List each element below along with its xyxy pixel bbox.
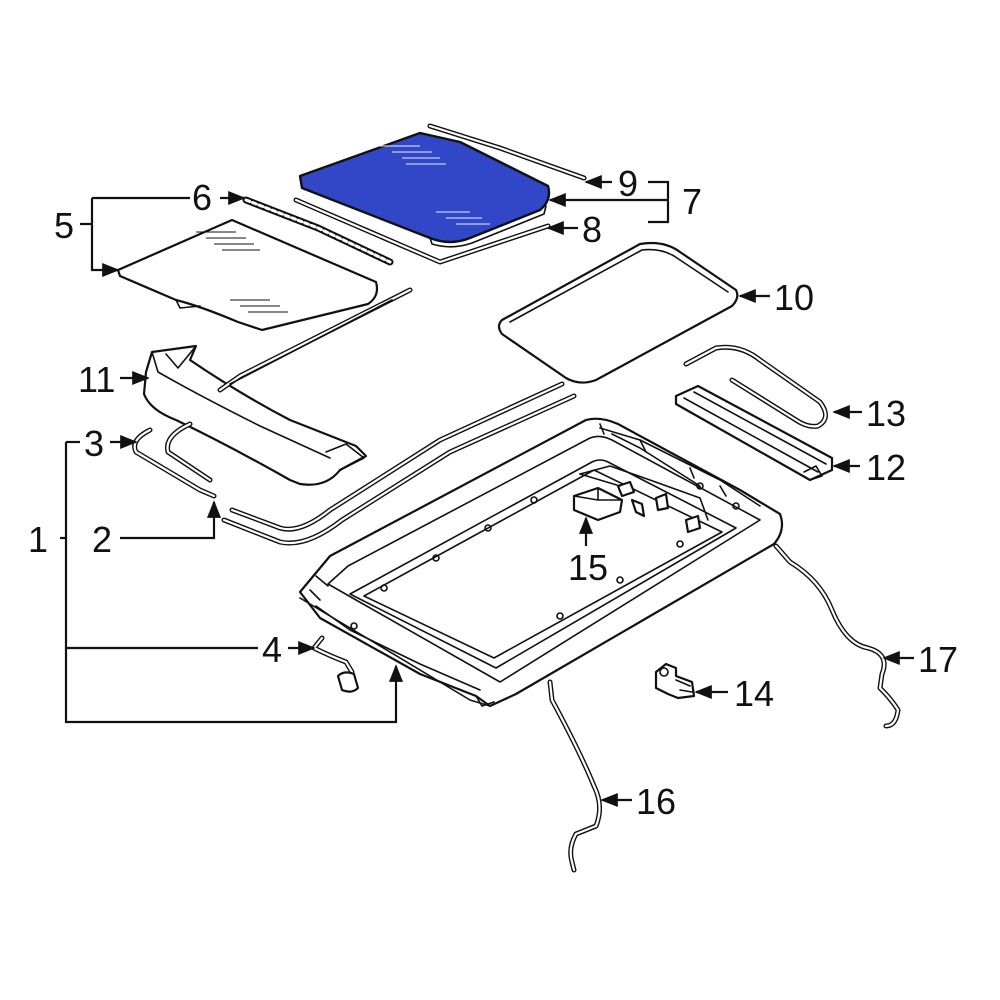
callout-12[interactable]: 12 xyxy=(866,447,906,488)
part-12-guide-rail[interactable] xyxy=(674,384,834,482)
callout-15[interactable]: 15 xyxy=(568,547,608,588)
callout-labels: 1 2 3 4 5 6 7 8 9 10 11 12 13 14 15 16 1… xyxy=(28,163,958,822)
callout-9[interactable]: 9 xyxy=(618,163,638,204)
part-2-frame-seal[interactable] xyxy=(164,381,577,546)
callout-6[interactable]: 6 xyxy=(192,177,212,218)
callout-7[interactable]: 7 xyxy=(682,181,702,222)
callout-10[interactable]: 10 xyxy=(774,277,814,318)
part-8-deflector-seal[interactable] xyxy=(293,197,551,265)
part-15-control-module[interactable] xyxy=(572,465,709,534)
part-16-front-drain-tube[interactable] xyxy=(547,679,602,873)
callout-14[interactable]: 14 xyxy=(734,673,774,714)
callout-11[interactable]: 11 xyxy=(78,359,115,400)
part-5-rear-glass-panel[interactable] xyxy=(116,218,379,332)
part-4-wiring-harness[interactable] xyxy=(311,635,360,693)
part-6-panel-seal[interactable] xyxy=(242,196,394,266)
part-13-drain-hose[interactable] xyxy=(683,344,828,429)
part-14-drive-motor[interactable] xyxy=(654,662,696,700)
leader-lines xyxy=(60,174,914,808)
part-17-rear-drain-tube[interactable] xyxy=(773,543,901,729)
callout-17[interactable]: 17 xyxy=(918,639,958,680)
callout-3[interactable]: 3 xyxy=(84,423,104,464)
callout-16[interactable]: 16 xyxy=(636,781,676,822)
part-10-sunshade-panel[interactable] xyxy=(497,241,739,384)
part-7-front-glass-panel[interactable] xyxy=(298,131,551,248)
part-9-seal-strip[interactable] xyxy=(427,123,587,181)
callout-2[interactable]: 2 xyxy=(92,519,112,560)
part-11-wind-deflector[interactable] xyxy=(142,344,368,486)
callout-8[interactable]: 8 xyxy=(582,209,602,250)
callout-13[interactable]: 13 xyxy=(866,393,906,434)
callout-1[interactable]: 1 xyxy=(28,519,48,560)
callout-4[interactable]: 4 xyxy=(262,629,282,670)
callout-5[interactable]: 5 xyxy=(54,205,74,246)
part-1-sunroof-frame[interactable] xyxy=(298,417,784,708)
